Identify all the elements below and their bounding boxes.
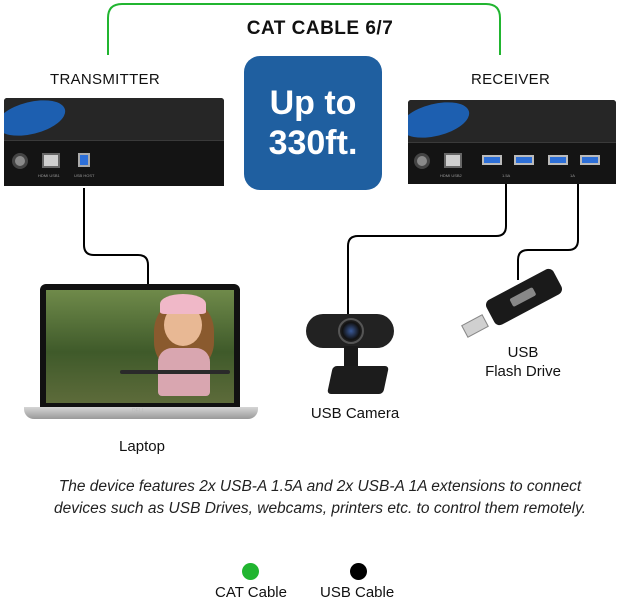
laptop-label: Laptop xyxy=(112,438,172,455)
range-line2: 330ft. xyxy=(244,123,382,163)
rj45-port xyxy=(444,153,462,168)
laptop-base: DELL xyxy=(24,407,258,419)
usb-a-port-2 xyxy=(514,155,534,165)
laptop xyxy=(40,284,240,407)
bike-helmet xyxy=(160,294,206,314)
usb-a-port-4 xyxy=(580,155,600,165)
camera-neck xyxy=(344,346,358,368)
usb-cable-camera xyxy=(348,178,506,318)
cat-cable-legend-dot xyxy=(242,563,259,580)
receiver-front-panel: HDMI USB2 1.5A 1A xyxy=(408,142,616,184)
flash-drive-label-line2: Flash Drive xyxy=(468,362,578,381)
dc-power-port xyxy=(12,153,28,169)
description-line2: devices such as USB Drives, webcams, pri… xyxy=(0,498,640,520)
transmitter-front-panel: HDMI USB1 USB HOST xyxy=(4,140,224,186)
flash-drive-label-line1: USB xyxy=(468,343,578,362)
usb-a-port-1 xyxy=(482,155,502,165)
camera-base xyxy=(327,366,389,394)
legend-usb-cable: USB Cable xyxy=(320,584,394,600)
transmitter-unit: HDMI USB1 USB HOST xyxy=(4,98,224,186)
tx-port-label-host: USB HOST xyxy=(74,173,94,178)
description-line1: The device features 2x USB-A 1.5A and 2x… xyxy=(0,476,640,498)
laptop-brand: DELL xyxy=(132,408,145,414)
camera-lens-icon xyxy=(338,318,364,344)
rx-port-label-hdmi: HDMI USB2 xyxy=(440,173,462,178)
flash-drive-slider xyxy=(509,287,536,307)
receiver-unit: HDMI USB2 1.5A 1A xyxy=(408,100,616,184)
camera-label: USB Camera xyxy=(300,405,410,422)
flash-drive-label: USB Flash Drive xyxy=(468,343,578,381)
receiver-label: RECEIVER xyxy=(471,71,550,88)
receiver-top xyxy=(408,100,616,142)
tx-port-label-hdmi: HDMI USB1 xyxy=(38,173,60,178)
bike-handlebar xyxy=(120,370,230,374)
usb-cable-legend-dot xyxy=(350,563,367,580)
transmitter-label: TRANSMITTER xyxy=(50,71,160,88)
transmitter-top xyxy=(4,98,224,140)
usb-cable-flash-drive xyxy=(518,178,578,280)
usb-cable-laptop xyxy=(84,188,148,287)
feature-description: The device features 2x USB-A 1.5A and 2x… xyxy=(0,476,640,520)
rx-port-label-1-5a: 1.5A xyxy=(502,173,510,178)
rj45-port xyxy=(42,153,60,168)
usb-camera xyxy=(306,314,394,348)
dc-power-port xyxy=(414,153,430,169)
usb-a-port-3 xyxy=(548,155,568,165)
laptop-screen xyxy=(46,290,234,403)
rx-port-label-1a: 1A xyxy=(570,173,575,178)
legend-cat-cable: CAT Cable xyxy=(215,584,287,600)
range-badge: Up to 330ft. xyxy=(244,56,382,190)
logo-icon xyxy=(408,100,473,142)
cat-cable-title: CAT CABLE 6/7 xyxy=(200,18,440,40)
usb-b-port xyxy=(78,153,90,167)
logo-icon xyxy=(4,98,69,140)
range-line1: Up to xyxy=(244,83,382,123)
